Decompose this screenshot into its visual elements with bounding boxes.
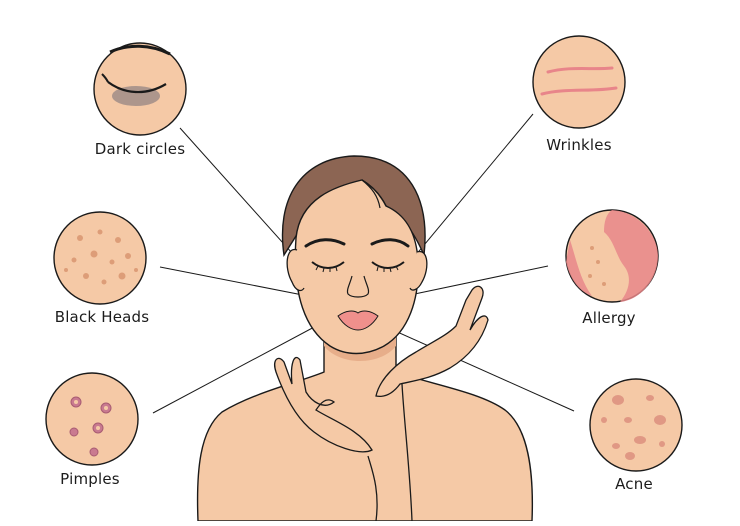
shoulders <box>196 321 534 522</box>
connector-wrinkles <box>404 113 534 269</box>
neck-shadow <box>324 330 396 361</box>
wrinkle-line-icon <box>540 86 618 96</box>
acne-spot-icon <box>601 395 666 460</box>
eyelashes <box>315 265 399 273</box>
black-heads-circle <box>53 211 147 305</box>
connector-black-heads <box>159 266 319 299</box>
wrinkles-inset <box>532 35 626 129</box>
acne-inset <box>589 378 683 472</box>
allergy-patch-icon <box>566 240 592 296</box>
blackhead-spots-icon <box>64 229 138 285</box>
wrinkles-circle <box>532 35 626 129</box>
hair-part <box>361 179 381 209</box>
black-heads-inset <box>53 211 147 305</box>
dark-circles-inset <box>93 42 187 136</box>
eyebrow-icon <box>109 44 171 56</box>
pimples-circle <box>45 372 139 466</box>
left-ear <box>286 249 305 292</box>
left-hand <box>274 356 373 453</box>
lips <box>337 310 379 331</box>
right-hand <box>375 285 489 398</box>
right-eyebrow <box>370 238 410 248</box>
label-wrinkles: Wrinkles <box>546 136 612 154</box>
connector-acne <box>374 321 575 412</box>
right-arm-line <box>401 383 413 522</box>
wrinkle-line-icon <box>546 66 614 74</box>
closed-eye-icon <box>107 81 167 94</box>
label-acne: Acne <box>615 475 653 493</box>
connector-pimples <box>152 324 319 414</box>
right-ear <box>409 250 428 291</box>
pimple-highlight-icon <box>74 400 108 430</box>
allergy-spots-icon <box>588 246 606 286</box>
allergy-patch-icon <box>604 210 658 302</box>
left-closed-eye <box>311 261 345 269</box>
label-dark-circles: Dark circles <box>94 140 186 158</box>
acne-circle <box>589 378 683 472</box>
left-eyebrow <box>304 238 346 248</box>
label-allergy: Allergy <box>582 309 636 327</box>
label-pimples: Pimples <box>60 470 120 488</box>
right-closed-eye <box>371 261 405 269</box>
eyelash-icon <box>101 73 109 83</box>
label-black-heads: Black Heads <box>54 308 150 326</box>
pimples-inset <box>45 372 139 466</box>
allergy-inset <box>565 209 659 303</box>
left-arm-line <box>367 455 378 522</box>
nose <box>346 275 370 298</box>
woman-illustration <box>196 155 534 522</box>
